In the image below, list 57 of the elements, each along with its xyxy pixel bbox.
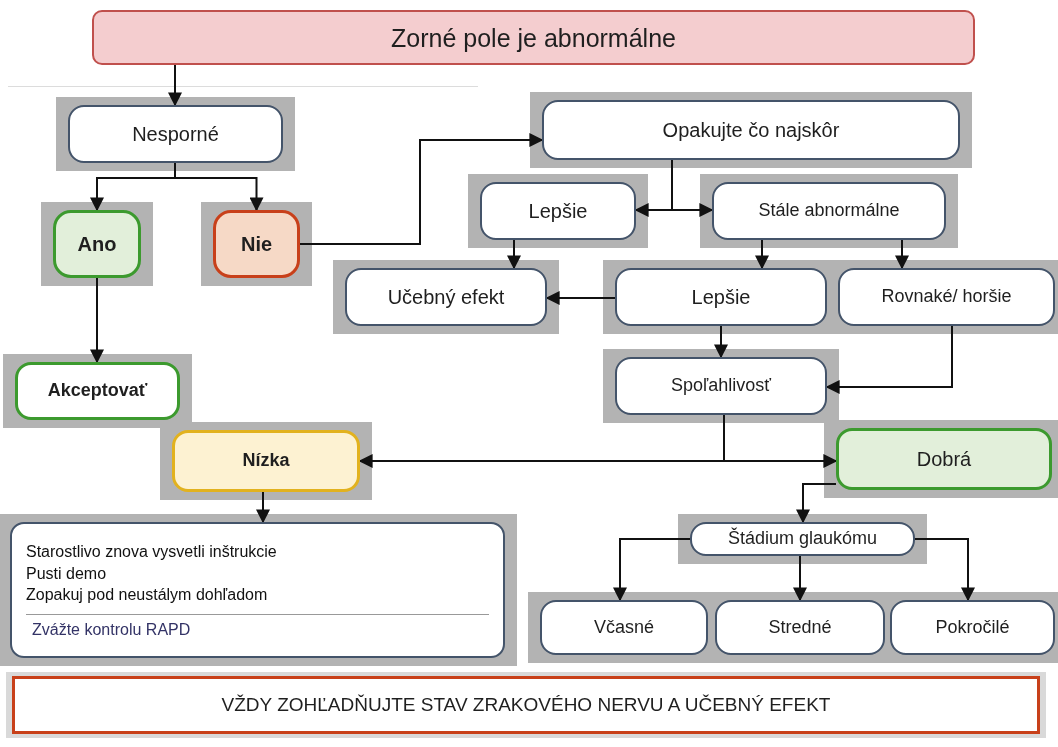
instruction-text: Zopakuj pod neustálym dohľadom: [26, 585, 268, 606]
node-label: VŽDY ZOHĽADŇUJTE STAV ZRAKOVÉHO NERVU A UČEBNÝ EFEKT: [221, 693, 831, 717]
process-box: [690, 522, 915, 556]
arrow: [714, 325, 728, 359]
arrow: [895, 239, 909, 270]
process-box: [53, 210, 141, 278]
process-box: [480, 182, 636, 240]
instruction-box: [10, 522, 505, 658]
arrow: [299, 133, 544, 245]
arrow: [755, 239, 769, 270]
process-box: [540, 600, 708, 655]
instruction-text: Starostlivo znova vysvetli inštrukcie: [26, 542, 277, 563]
process-box: [836, 428, 1052, 490]
arrow: [796, 483, 837, 524]
process-box: [890, 600, 1055, 655]
process-box: [615, 268, 827, 326]
node-label: Včasné: [593, 616, 654, 639]
process-box: [838, 268, 1055, 326]
node-label: Nízka: [242, 450, 290, 472]
arrow: [793, 555, 807, 602]
instruction-text: Pusti demo: [26, 563, 107, 584]
arrow: [545, 291, 616, 305]
process-box: [68, 105, 283, 163]
arrow: [613, 538, 691, 602]
process-box: [712, 182, 946, 240]
node-label: Dobrá: [916, 447, 972, 471]
node-label: Štádium glaukómu: [727, 528, 878, 550]
node-label: Spoľahlivosť: [670, 375, 772, 397]
node-label: Ano: [77, 232, 117, 256]
node-label: Lepšie: [691, 285, 751, 309]
process-box: [715, 600, 885, 655]
note-box: [12, 676, 1040, 734]
arrow: [825, 325, 953, 394]
arrow: [168, 64, 182, 107]
node-label: Stredné: [768, 616, 832, 639]
process-box: [345, 268, 547, 326]
title-box: [92, 10, 975, 65]
node-label: Lepšie: [528, 199, 588, 223]
process-box: [15, 362, 180, 420]
node-label: Zorné pole je abnormálne: [391, 22, 676, 53]
note-text: Zvážte kontrolu RAPD: [31, 620, 191, 639]
process-box: [542, 100, 960, 160]
node-label: Nie: [240, 232, 273, 256]
arrow: [914, 538, 975, 602]
node-label: Opakujte čo najskôr: [662, 118, 840, 142]
process-box: [172, 430, 360, 492]
arrow: [256, 491, 270, 524]
arrow: [507, 239, 521, 270]
process-box: [213, 210, 300, 278]
process-box: [615, 357, 827, 415]
node-label: Rovnaké/ horšie: [881, 286, 1012, 308]
node-label: Pokročilé: [935, 616, 1010, 639]
node-label: Stále abnormálne: [758, 200, 900, 222]
node-label: Učebný efekt: [387, 285, 505, 309]
arrow: [90, 277, 104, 364]
node-label: Nesporné: [132, 122, 219, 146]
node-label: Akceptovať: [47, 380, 148, 402]
